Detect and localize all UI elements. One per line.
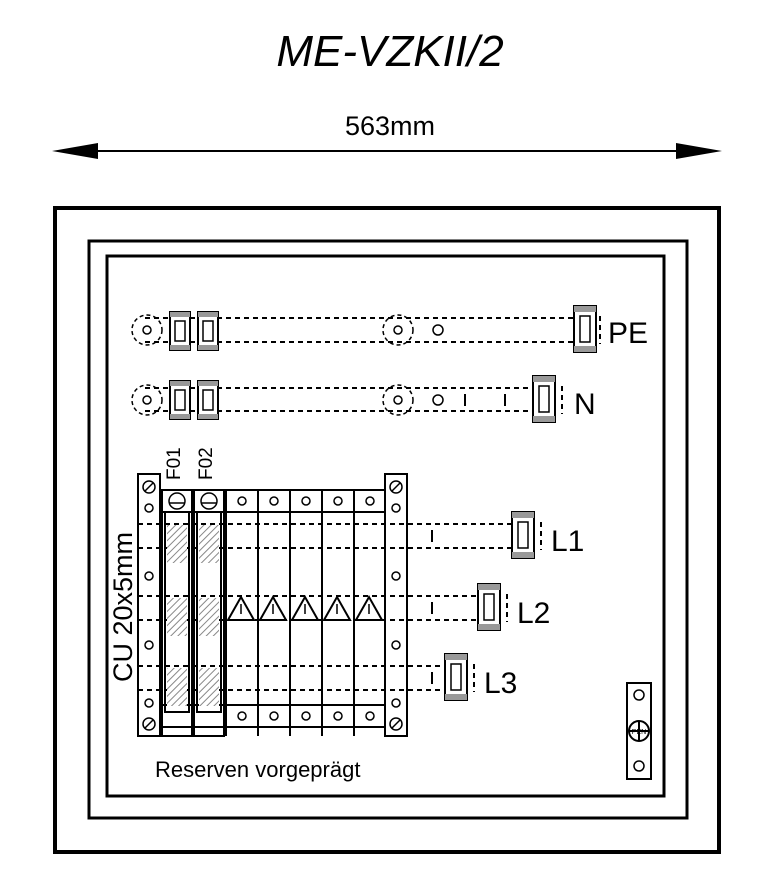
- pe-clamp-2: [197, 311, 219, 351]
- enclosure-outer-frame: [53, 206, 721, 854]
- fuse-holder-f01: [161, 489, 193, 737]
- reserve-slots: [225, 490, 375, 736]
- pe-clamp-main: [573, 305, 597, 353]
- n-clamp-main: [532, 375, 556, 423]
- diagram-title: ME-VZKII/2: [276, 27, 503, 76]
- fuse-label-f01: F01: [164, 447, 185, 480]
- n-busbar: [131, 375, 563, 423]
- l1-clamp: [511, 511, 542, 559]
- l3-clamp: [444, 653, 475, 701]
- l2-clamp: [477, 583, 508, 631]
- fuse-holder-f02: [193, 489, 225, 737]
- n-clamp-1: [169, 380, 191, 420]
- busbar-size-label: CU 20x5mm: [108, 532, 138, 682]
- busbar-system-base: [137, 473, 408, 737]
- earth-terminal-text: PEN: [632, 729, 646, 736]
- mounting-plate: [105, 254, 666, 798]
- l2-label: L2: [517, 597, 550, 630]
- l1-label: L1: [551, 525, 584, 558]
- enclosure-middle-frame: [87, 239, 689, 820]
- warning-triangles: [226, 594, 384, 621]
- reserve-note: Reserven vorgeprägt: [155, 757, 360, 782]
- width-dimension-arrow: [52, 143, 722, 159]
- l3-label: L3: [484, 667, 517, 700]
- fuse-label-f02: F02: [196, 447, 217, 480]
- earth-terminal: PEN: [626, 682, 652, 780]
- pe-busbar: [131, 305, 601, 353]
- pe-clamp-1: [169, 311, 191, 351]
- n-clamp-2: [197, 380, 219, 420]
- pe-label: PE: [608, 317, 648, 350]
- width-dimension-label: 563mm: [345, 111, 435, 141]
- n-label: N: [574, 388, 596, 421]
